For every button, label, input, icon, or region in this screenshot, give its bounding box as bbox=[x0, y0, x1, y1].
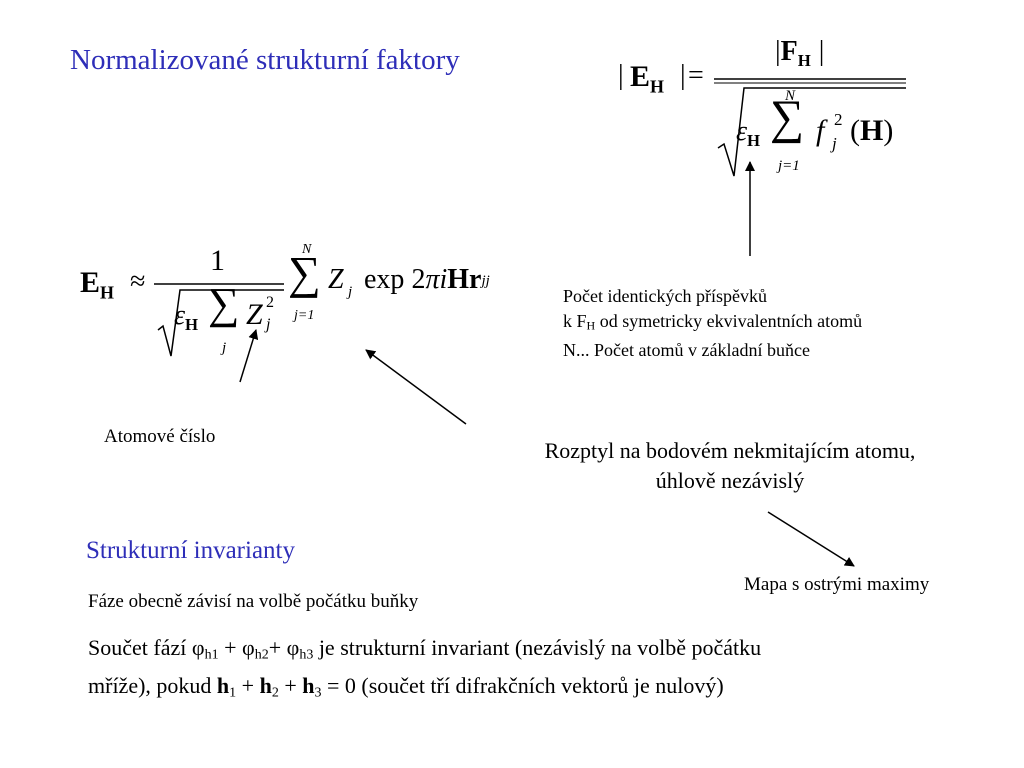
identical-contributions-note: Počet identických příspěvků k FH od syme… bbox=[563, 284, 862, 363]
argument-h: (H) bbox=[850, 114, 894, 147]
sum-bottom: j=1 bbox=[778, 158, 800, 174]
invariant-line-1: Součet fází φh1 + φh2+ φh3 je strukturní… bbox=[88, 635, 762, 663]
arrow-to-map bbox=[767, 511, 855, 567]
formula-approx-e: EH ≈ 1 εH ∑ j Z 2 j N ∑ j=1 Z j exp 2πiH… bbox=[70, 240, 530, 370]
epsilon-h: εH bbox=[736, 116, 761, 150]
phase-note: Fáze obecně závisí na volbě počátku buňk… bbox=[88, 591, 419, 612]
z-squared: Z bbox=[246, 298, 263, 331]
numerator-one: 1 bbox=[210, 244, 225, 277]
note-line-2: k FH od symetricky ekvivalentních atomů bbox=[563, 311, 863, 333]
e-h-symbol: EH bbox=[80, 266, 115, 303]
numerator: |FH| bbox=[775, 36, 825, 70]
z-j-sub: j bbox=[348, 284, 353, 300]
sum-sub-j: j bbox=[222, 340, 227, 356]
z-j: Z bbox=[328, 264, 344, 295]
sum-sign: ∑ bbox=[770, 91, 805, 144]
page-title: Normalizované strukturní faktory bbox=[70, 44, 460, 76]
arrow-to-z-exp bbox=[365, 349, 467, 425]
sum2-bottom: j=1 bbox=[294, 308, 315, 323]
sharp-maxima-label: Mapa s ostrými maximy bbox=[744, 574, 930, 595]
scattering-line-1: Rozptyl na bodovém nekmitajícím atomu, bbox=[544, 438, 916, 463]
scattering-note: Rozptyl na bodovém nekmitajícím atomu, ú… bbox=[470, 436, 990, 496]
formula-normalized-e: | EH | = |FH| εH N ∑ j=1 f 2 j (H) bbox=[610, 30, 920, 190]
f-sup: 2 bbox=[834, 110, 843, 129]
z-sub: j bbox=[266, 316, 271, 333]
invariant-line-2: mříže), pokud h1 + h2 + h3 = 0 (součet t… bbox=[88, 672, 724, 701]
z-sup: 2 bbox=[266, 294, 274, 311]
abs-bar-left: | bbox=[618, 60, 624, 91]
abs-bar-right: | bbox=[680, 60, 686, 91]
atomic-number-label: Atomové číslo bbox=[104, 426, 216, 447]
equals-sign: = bbox=[688, 60, 704, 91]
note-line-1: Počet identických příspěvků bbox=[563, 286, 767, 306]
radical-2 bbox=[157, 289, 284, 357]
approx-sign: ≈ bbox=[130, 266, 146, 297]
sum2-top-n: N bbox=[302, 242, 312, 257]
radical-1 bbox=[717, 87, 906, 177]
epsilon-h: εH bbox=[174, 300, 199, 334]
section-title-invariants: Strukturní invarianty bbox=[86, 537, 295, 564]
sum-sign: ∑ bbox=[208, 279, 240, 328]
arrow-to-z bbox=[239, 329, 259, 383]
f-sub: j bbox=[832, 134, 837, 153]
invariant-paragraph: Součet fází φh1 + φh2+ φh3 je strukturní… bbox=[88, 633, 988, 708]
exp-term: exp 2πiHrjj bbox=[364, 264, 490, 295]
sum-top-n: N bbox=[785, 88, 796, 104]
e-h-symbol: EH bbox=[630, 60, 665, 97]
f-j-squared: f bbox=[816, 114, 825, 147]
sum2-sign: ∑ bbox=[288, 247, 321, 298]
scattering-line-2: úhlově nezávislý bbox=[655, 468, 805, 493]
note-line-3: N... Počet atomů v základní buňce bbox=[563, 340, 810, 361]
